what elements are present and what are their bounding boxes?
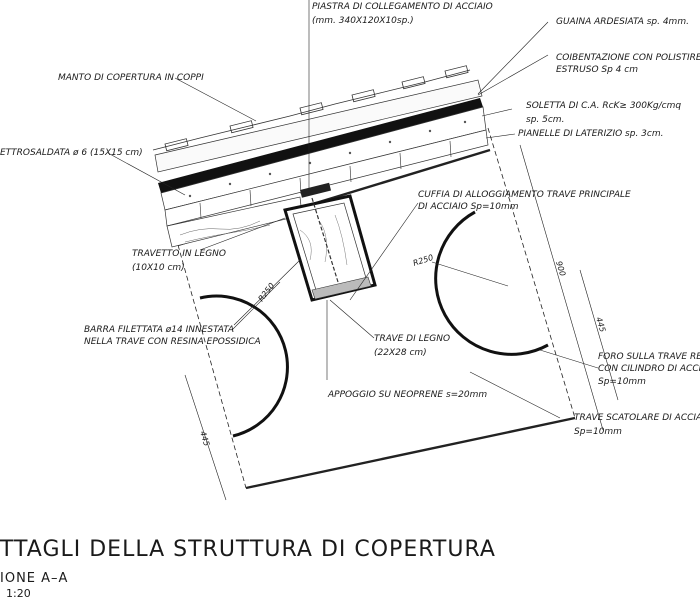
label-hole-3: Sp=10mm — [598, 377, 646, 387]
label-beam-1: TRAVE DI LEGNO — [374, 334, 450, 344]
label-mesh: ETTROSALDATA ø 6 (15X15 cm) — [0, 148, 143, 158]
label-bar-2: NELLA TRAVE CON RESINA EPOSSIDICA — [84, 337, 261, 347]
dimension-lines — [184, 144, 619, 501]
label-bar-1: BARRA FILETTATA ø14 INNESTATA — [84, 325, 234, 335]
label-slab-2: sp. 5cm. — [526, 115, 564, 125]
right-hole-arc — [434, 210, 549, 356]
leader-lines — [107, 0, 599, 419]
label-plate-1: PIASTRA DI COLLEGAMENTO DI ACCIAIO — [312, 2, 493, 12]
label-insulation-2: ESTRUSO Sp 4 cm — [556, 65, 638, 75]
label-beam-2: (22X28 cm) — [374, 348, 427, 358]
label-boxbeam-1: TRAVE SCATOLARE DI ACCIAIO 30X5 — [574, 413, 700, 423]
dim-445-right: 445 — [594, 316, 607, 333]
dim-900: 900 — [554, 260, 567, 277]
dim-r250-right: R250 — [412, 253, 435, 268]
label-joist-1: TRAVETTO IN LEGNO — [132, 249, 226, 259]
label-tiles: PIANELLE DI LATERIZIO sp. 3cm. — [518, 129, 663, 139]
roof-tiles-coppi — [152, 65, 471, 152]
threaded-bar — [311, 197, 339, 283]
roof-layers — [152, 65, 489, 248]
label-slab-1: SOLETTA DI C.A. RcK≥ 300Kg/cmq — [526, 101, 681, 111]
dim-445-left: 445 — [198, 430, 211, 447]
dim-r250-left: R250 — [256, 281, 276, 303]
label-cuff-1: CUFFIA DI ALLOGGIAMENTO TRAVE PRINCIPALE — [418, 190, 631, 200]
label-boxbeam-2: Sp=10mm — [574, 427, 622, 437]
waterproof-sheath — [158, 98, 483, 193]
label-cuff-2: DI ACCIAIO Sp=10mm — [418, 202, 519, 212]
label-joist-2: (10X10 cm) — [132, 263, 185, 273]
radius-line-left — [231, 281, 281, 331]
neoprene-pad — [311, 276, 372, 300]
label-hole-1: FORO SULLA TRAVE REALIZZ — [598, 352, 700, 362]
steel-plate — [300, 182, 332, 198]
label-hole-2: CON CILINDRO DI ACCIAIO R — [598, 364, 700, 374]
left-hole-arc — [199, 294, 289, 438]
drawing-title: TTAGLI DELLA STRUTTURA DI COPERTURA — [0, 537, 496, 562]
label-insulation-1: COIBENTAZIONE CON POLISTIRENE — [556, 53, 700, 63]
insulation-layer — [154, 79, 483, 173]
label-neoprene: APPOGGIO SU NEOPRENE s=20mm — [327, 390, 487, 400]
section-label: IONE A–A — [0, 571, 68, 586]
label-roof-mantle: MANTO DI COPERTURA IN COPPI — [58, 73, 204, 83]
clay-tiles-layer — [164, 129, 489, 227]
scale-label: 1:20 — [6, 587, 31, 600]
label-sheath: GUAINA ARDESIATA sp. 4mm. — [556, 17, 689, 27]
radius-line-right — [431, 261, 509, 287]
label-plate-2: (mm. 340X120X10sp.) — [312, 16, 414, 26]
steel-cuff — [283, 182, 377, 302]
